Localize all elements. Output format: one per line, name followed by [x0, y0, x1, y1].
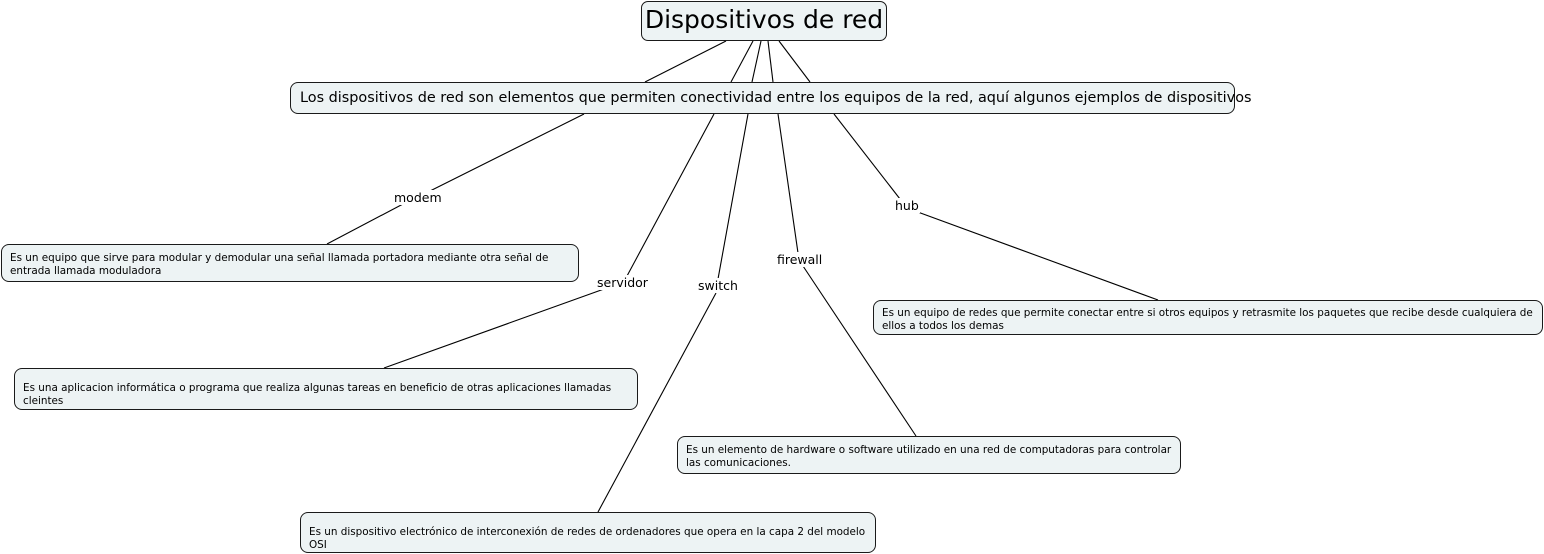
connector-servidor-lower	[383, 288, 605, 369]
connector-title-intro	[644, 40, 727, 83]
link-label-servidor[interactable]: servidor	[596, 275, 649, 290]
servidor-description-node[interactable]: Es una aplicacion informática o programa…	[14, 368, 638, 410]
firewall-description-node[interactable]: Es un elemento de hardware o software ut…	[677, 436, 1181, 474]
connector-hub-lower	[914, 210, 1159, 301]
connector-modem-upper	[429, 113, 585, 192]
intro-topic[interactable]: Los dispositivos de red son elementos qu…	[290, 82, 1252, 114]
link-label-firewall[interactable]: firewall	[776, 252, 824, 267]
connector-servidor-upper	[626, 113, 715, 277]
connector-title-hub	[778, 40, 811, 83]
connector-modem-lower	[326, 203, 404, 245]
connector-switch-upper	[717, 113, 749, 280]
connector-firewall-lower	[802, 265, 917, 437]
connector-switch-lower	[597, 292, 717, 513]
central-topic[interactable]: Dispositivos de red	[641, 1, 887, 41]
connector-firewall-upper	[777, 113, 799, 254]
link-label-modem[interactable]: modem	[393, 190, 443, 205]
hub-description-node[interactable]: Es un equipo de redes que permite conect…	[873, 300, 1543, 335]
connector-title-servidor	[730, 40, 754, 83]
link-label-hub[interactable]: hub	[894, 198, 920, 213]
modem-description-node[interactable]: Es un equipo que sirve para modular y de…	[1, 244, 579, 282]
connector-title-firewall	[767, 40, 774, 83]
link-label-switch[interactable]: switch	[697, 278, 739, 293]
switch-description-node[interactable]: Es un dispositivo electrónico de interco…	[300, 512, 876, 553]
connector-title-switch	[751, 40, 762, 83]
connector-hub-upper	[833, 113, 901, 200]
